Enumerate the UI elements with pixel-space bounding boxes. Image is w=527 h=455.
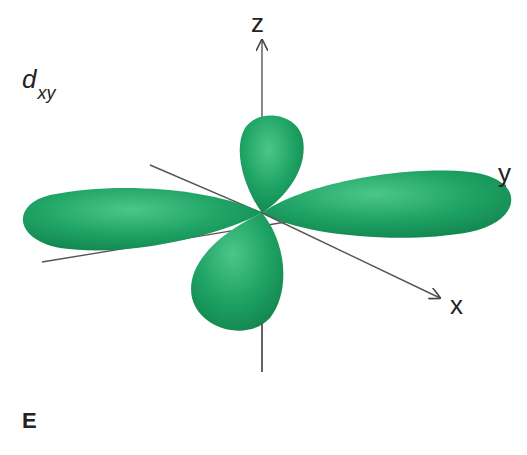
- axis-label: x: [450, 292, 463, 318]
- orbital-lobe: [240, 116, 304, 214]
- panel-letter: E: [22, 410, 37, 432]
- z-axis-front: [261, 322, 262, 372]
- orbital-name: d: [22, 66, 36, 92]
- orbital-subscript: xy: [37, 84, 55, 102]
- axis-label: y: [498, 160, 511, 186]
- x-axis: [262, 213, 440, 298]
- axis-label: z: [251, 10, 264, 36]
- orbital-lobe: [262, 171, 511, 238]
- orbital-lobe: [191, 213, 283, 331]
